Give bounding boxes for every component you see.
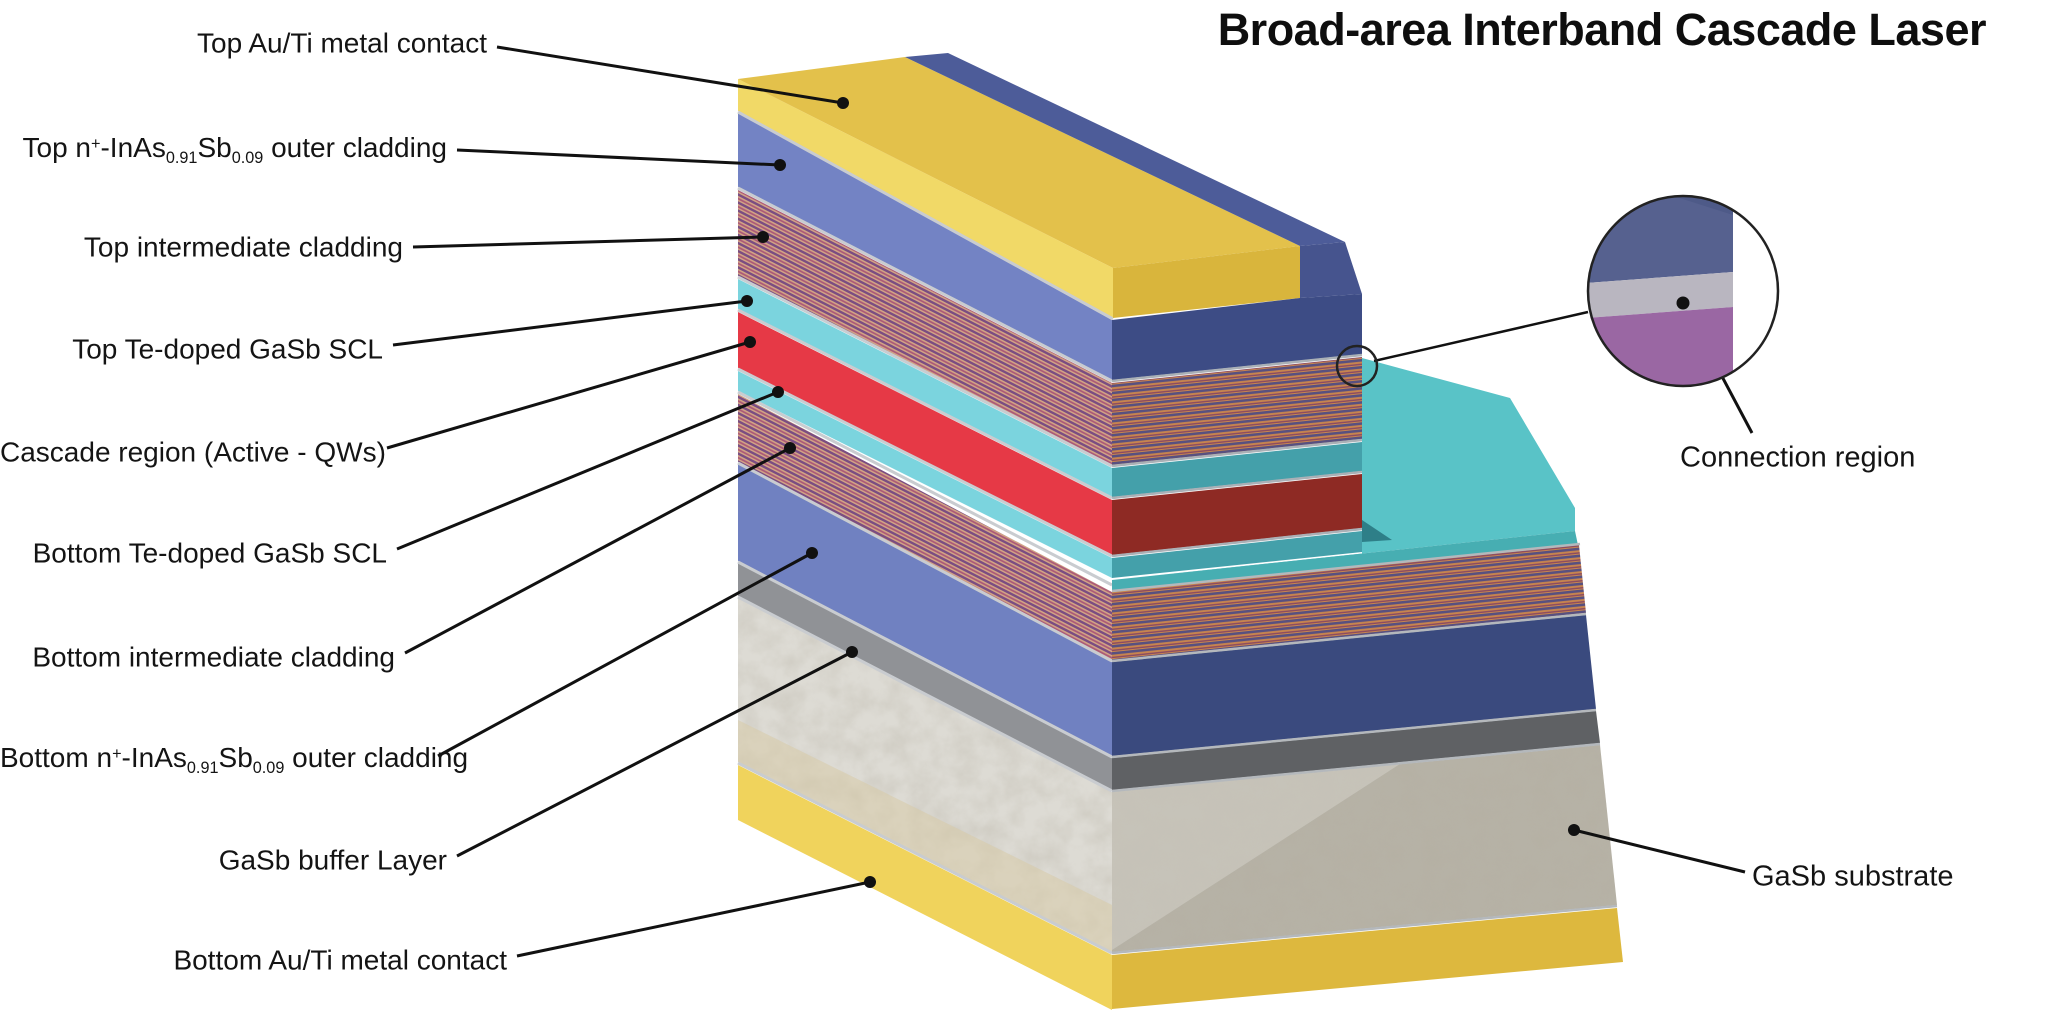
label-top-intermediate-cladding: Top intermediate cladding	[83, 231, 403, 263]
etch-surface-front-edge	[1112, 531, 1579, 592]
top-contact-end-face	[1113, 246, 1300, 318]
label-cascade-region: Cascade region (Active - QWs)	[0, 436, 386, 468]
layer-bottom-contact-front	[738, 765, 1112, 1010]
etch-surface-notch	[1362, 520, 1392, 542]
top-intermediate-cladding-side	[1112, 357, 1362, 465]
label-bottom-outer-cladding: Bottom n+-InAs0.91Sb0.09 outer cladding	[0, 742, 469, 777]
layer-bottom-outer-cladding-front	[738, 464, 1112, 756]
label-top-outer-cladding: Top n+-InAs0.91Sb0.09 outer cladding	[22, 132, 448, 167]
label-gasb-substrate: GaSb substrate	[1752, 860, 1954, 893]
label-top-te-doped-gasb-scl: Top Te-doped GaSb SCL	[72, 333, 383, 365]
layer-top-outer-cladding-front	[738, 113, 1112, 380]
ridge-end-face	[1111, 294, 1363, 578]
etched-surface	[1112, 358, 1579, 592]
label-bottom-intermediate-cladding: Bottom intermediate cladding	[32, 641, 395, 673]
bottom-intermediate-cladding-side	[1112, 545, 1586, 660]
bottom-contact-side	[1112, 908, 1623, 1009]
layer-bottom-scl-front	[738, 371, 1112, 578]
label-bottom-te-doped-gasb-scl: Bottom Te-doped GaSb SCL	[32, 537, 387, 569]
inset-cladding-facet	[1588, 196, 1733, 215]
inset-dot	[1676, 296, 1690, 310]
lower-mesa-right-face	[1111, 542, 1623, 1009]
top-contact-top-face	[738, 57, 1300, 268]
front-facet-layers	[738, 79, 1113, 1010]
bottom-scl-side	[1112, 531, 1362, 578]
layer-top-intermediate-cladding-front	[738, 190, 1112, 465]
layer-top-contact-front	[738, 79, 1113, 318]
leader-dots	[741, 97, 1580, 888]
buffer-side	[1112, 711, 1600, 790]
substrate-side-highlight	[1112, 764, 1400, 950]
top-cladding-exposed-strip	[905, 53, 1345, 246]
inset-cladding-layer	[1588, 196, 1733, 285]
top-scl-side	[1112, 442, 1362, 497]
label-connection-region: Connection region	[1680, 441, 1916, 474]
top-contact-bar	[738, 53, 1362, 318]
substrate-side-texture	[1112, 745, 1617, 952]
layer-cascade-region-front	[738, 312, 1112, 555]
layer-bottom-intermediate-cladding-front	[738, 394, 1112, 660]
connection-region-marker-circle	[1335, 344, 1379, 388]
label-top-au-ti-metal-contact: Top Au/Ti metal contact	[197, 27, 487, 59]
substrate-front-shading	[738, 720, 1112, 952]
layer-buffer-front	[738, 563, 1112, 790]
label-gasb-buffer-layer: GaSb buffer Layer	[218, 844, 447, 876]
diagram-title: Broad-area Interband Cascade Laser	[1217, 4, 1987, 55]
label-bottom-au-ti-metal-contact: Bottom Au/Ti metal contact	[173, 944, 507, 976]
layer-top-scl-front	[738, 279, 1112, 497]
facet-layer-separators	[737, 110, 1114, 955]
inset-circle-outline	[1586, 194, 1780, 388]
inset-connection-layer	[1588, 272, 1733, 320]
top-cladding-corner-face	[1300, 242, 1362, 298]
top-outer-cladding-side	[1112, 294, 1362, 380]
etch-surface-top	[1112, 358, 1575, 580]
